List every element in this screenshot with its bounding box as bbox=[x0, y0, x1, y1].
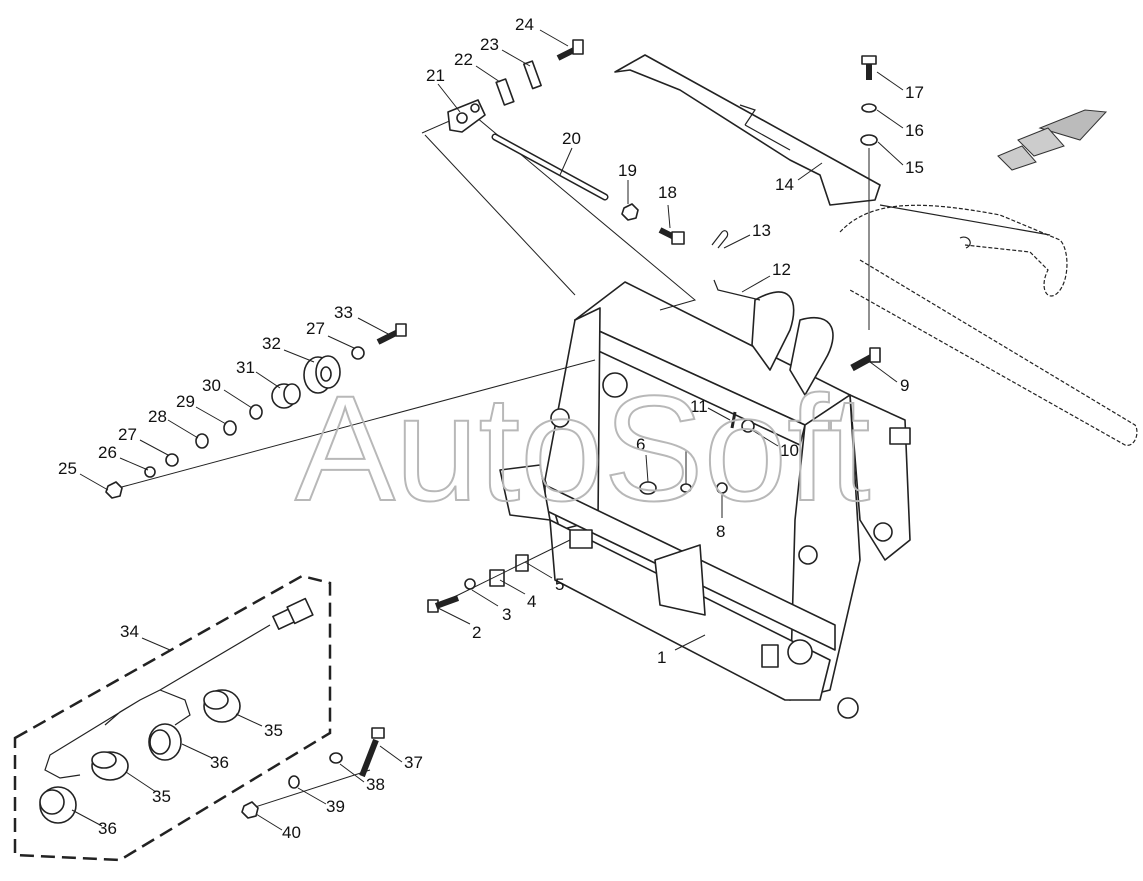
callout-18: 18 bbox=[658, 183, 677, 202]
callout-1: 1 bbox=[657, 648, 666, 667]
callout-34: 34 bbox=[120, 622, 139, 641]
callout-33: 33 bbox=[334, 303, 353, 322]
plate bbox=[522, 60, 542, 90]
callout-28: 28 bbox=[148, 407, 167, 426]
wiring-harness bbox=[44, 597, 314, 779]
washer bbox=[195, 433, 209, 449]
callout-35a: 35 bbox=[264, 721, 283, 740]
socket-cover bbox=[91, 751, 129, 781]
callout-4: 4 bbox=[527, 592, 536, 611]
callout-35b: 35 bbox=[152, 787, 171, 806]
pin bbox=[711, 230, 729, 249]
callout-23: 23 bbox=[480, 35, 499, 54]
callout-36b: 36 bbox=[98, 819, 117, 838]
callout-29: 29 bbox=[176, 392, 195, 411]
callout-40: 40 bbox=[282, 823, 301, 842]
callout-38: 38 bbox=[366, 775, 385, 794]
callout-37: 37 bbox=[404, 753, 423, 772]
callout-24: 24 bbox=[515, 15, 534, 34]
callout-12: 12 bbox=[772, 260, 791, 279]
callout-25: 25 bbox=[58, 459, 77, 478]
bolt bbox=[556, 39, 584, 61]
callout-39: 39 bbox=[326, 797, 345, 816]
socket-cover bbox=[203, 689, 241, 723]
washer bbox=[351, 346, 365, 360]
bearing bbox=[271, 383, 301, 409]
washer bbox=[860, 134, 878, 146]
callout-16: 16 bbox=[905, 121, 924, 140]
bolt bbox=[658, 227, 685, 245]
callout-27a: 27 bbox=[118, 425, 137, 444]
washer bbox=[741, 419, 755, 433]
callout-2: 2 bbox=[472, 623, 481, 642]
assembly-line bbox=[251, 769, 371, 809]
callout-19: 19 bbox=[618, 161, 637, 180]
bolt bbox=[427, 595, 460, 613]
washer bbox=[329, 752, 343, 764]
callout-10: 10 bbox=[780, 441, 799, 460]
callout-15: 15 bbox=[905, 158, 924, 177]
callout-22: 22 bbox=[454, 50, 473, 69]
plate bbox=[515, 554, 529, 572]
pin bbox=[713, 279, 761, 301]
pulley bbox=[303, 355, 341, 394]
o-ring bbox=[716, 482, 728, 494]
cover-plate bbox=[614, 54, 881, 206]
plate bbox=[495, 78, 515, 106]
rod bbox=[491, 133, 609, 201]
callout-26: 26 bbox=[98, 443, 117, 462]
harness-kit-box bbox=[13, 574, 332, 862]
callout-14: 14 bbox=[775, 175, 794, 194]
pin bbox=[850, 347, 881, 372]
bolt bbox=[376, 323, 407, 345]
washer bbox=[288, 775, 300, 789]
main-frame bbox=[499, 281, 911, 719]
mounting-plate-outline bbox=[421, 111, 697, 311]
callout-20: 20 bbox=[562, 129, 581, 148]
washer bbox=[861, 103, 877, 113]
callout-6: 6 bbox=[636, 435, 645, 454]
callout-5: 5 bbox=[555, 575, 564, 594]
callout-21: 21 bbox=[426, 66, 445, 85]
callout-labels: 1 2 3 4 5 6 8 9 10 11 12 13 14 15 16 17 … bbox=[58, 15, 924, 842]
callout-17: 17 bbox=[905, 83, 924, 102]
callout-31: 31 bbox=[236, 358, 255, 377]
callout-11: 11 bbox=[690, 397, 708, 416]
direction-arrow-icon bbox=[997, 109, 1108, 171]
bolt bbox=[861, 55, 877, 80]
nut bbox=[241, 801, 259, 819]
washer bbox=[144, 466, 156, 478]
assembly-line bbox=[117, 359, 596, 489]
callout-27b: 27 bbox=[306, 319, 325, 338]
washer bbox=[165, 453, 179, 467]
socket bbox=[39, 786, 77, 824]
callout-9: 9 bbox=[900, 376, 909, 395]
watermark: AutoSoft bbox=[295, 364, 870, 532]
washer bbox=[249, 404, 263, 420]
clamp bbox=[447, 99, 486, 133]
bolt bbox=[359, 727, 385, 778]
callout-36a: 36 bbox=[210, 753, 229, 772]
callout-3: 3 bbox=[502, 605, 511, 624]
callout-8: 8 bbox=[716, 522, 725, 541]
nut bbox=[621, 203, 639, 221]
callout-30: 30 bbox=[202, 376, 221, 395]
assembly-line bbox=[447, 539, 571, 601]
washer bbox=[223, 420, 237, 436]
socket bbox=[148, 723, 182, 761]
callout-32: 32 bbox=[262, 334, 281, 353]
tow-bar-outline bbox=[839, 204, 1138, 446]
callout-13: 13 bbox=[752, 221, 771, 240]
callout-leaders bbox=[71, 29, 904, 831]
nut bbox=[105, 481, 123, 499]
pin bbox=[730, 411, 737, 429]
